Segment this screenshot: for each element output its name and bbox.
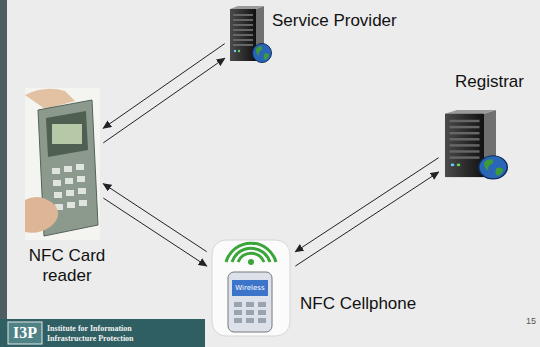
connector-arrow — [295, 158, 438, 252]
logo-text: I3P — [12, 323, 38, 343]
side-bar — [0, 0, 7, 347]
server-icon — [445, 110, 507, 179]
node-label: NFC Cellphone — [300, 294, 416, 314]
server-icon — [230, 6, 272, 63]
footer-bar — [0, 319, 205, 347]
logo-caption: Institute for Information Infrastructure… — [47, 324, 167, 344]
node-label: Service Provider — [272, 11, 397, 31]
server-node: Registrar — [442, 108, 502, 178]
card-reader-photo — [25, 88, 100, 240]
connector-arrow — [103, 58, 224, 143]
screen-text: Wireless — [232, 282, 268, 294]
connector-arrow — [295, 172, 438, 266]
card-reader-node: NFC Card reader — [25, 88, 100, 240]
page-number: 15 — [514, 316, 536, 327]
node-label: Registrar — [455, 72, 524, 92]
cellphone-icon — [212, 240, 290, 336]
connector-arrow — [103, 198, 206, 266]
server-node: Service Provider — [228, 4, 270, 64]
node-label: NFC Card reader — [17, 246, 117, 286]
connector-arrow — [103, 184, 206, 252]
logo-box — [8, 322, 42, 344]
connector-arrow — [103, 44, 224, 129]
